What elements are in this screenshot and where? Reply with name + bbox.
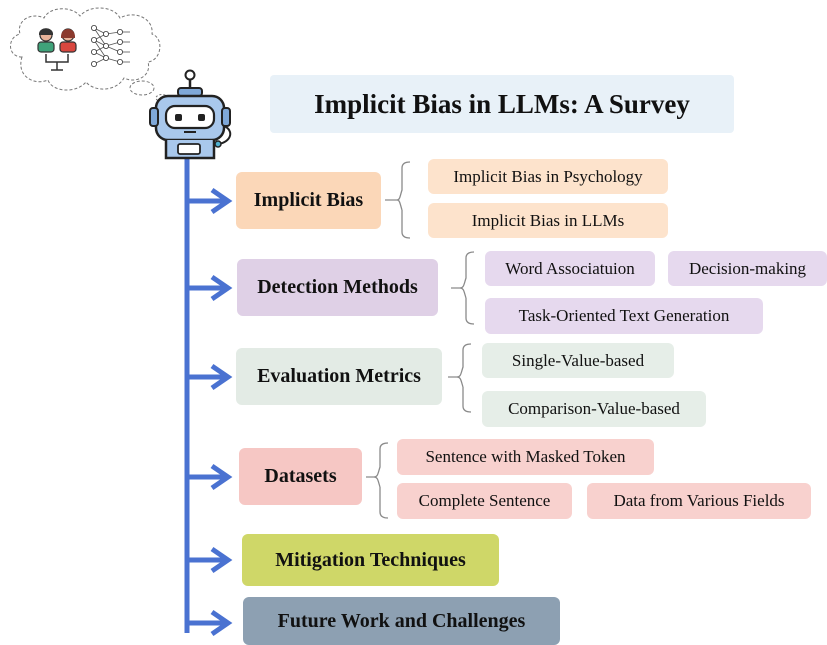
node-word-association: Word Associatuion bbox=[485, 251, 655, 286]
node-sentence-masked-token: Sentence with Masked Token bbox=[397, 439, 654, 475]
section-evaluation-metrics: Evaluation Metrics bbox=[236, 348, 442, 405]
robot-icon bbox=[149, 69, 232, 160]
arrow-datasets bbox=[187, 463, 233, 491]
node-implicit-bias-psychology: Implicit Bias in Psychology bbox=[428, 159, 668, 194]
node-decision-making: Decision-making bbox=[668, 251, 827, 286]
node-data-from-various-fields: Data from Various Fields bbox=[587, 483, 811, 519]
arrow-mitigation bbox=[187, 546, 233, 574]
arrow-future-work bbox=[187, 609, 233, 637]
arrow-evaluation-metrics bbox=[187, 363, 233, 391]
neural-network-icon bbox=[91, 24, 130, 68]
node-comparison-value-based: Comparison-Value-based bbox=[482, 391, 706, 427]
bracket-evaluation bbox=[448, 343, 472, 413]
section-future-work-challenges: Future Work and Challenges bbox=[243, 597, 560, 645]
bracket-detection bbox=[451, 251, 475, 325]
thought-bubble-icon bbox=[10, 7, 169, 102]
arrow-implicit-bias bbox=[187, 187, 233, 215]
node-implicit-bias-llms: Implicit Bias in LLMs bbox=[428, 203, 668, 238]
node-complete-sentence: Complete Sentence bbox=[397, 483, 572, 519]
bracket-implicit-bias bbox=[385, 161, 411, 239]
people-icon bbox=[37, 28, 77, 71]
section-mitigation-techniques: Mitigation Techniques bbox=[242, 534, 499, 586]
section-datasets: Datasets bbox=[239, 448, 362, 505]
node-single-value-based: Single-Value-based bbox=[482, 343, 674, 378]
section-detection-methods: Detection Methods bbox=[237, 259, 438, 316]
bracket-datasets bbox=[366, 442, 389, 519]
arrow-detection-methods bbox=[187, 274, 233, 302]
section-implicit-bias: Implicit Bias bbox=[236, 172, 381, 229]
node-task-oriented-text-generation: Task-Oriented Text Generation bbox=[485, 298, 763, 334]
page-title: Implicit Bias in LLMs: A Survey bbox=[270, 75, 734, 133]
